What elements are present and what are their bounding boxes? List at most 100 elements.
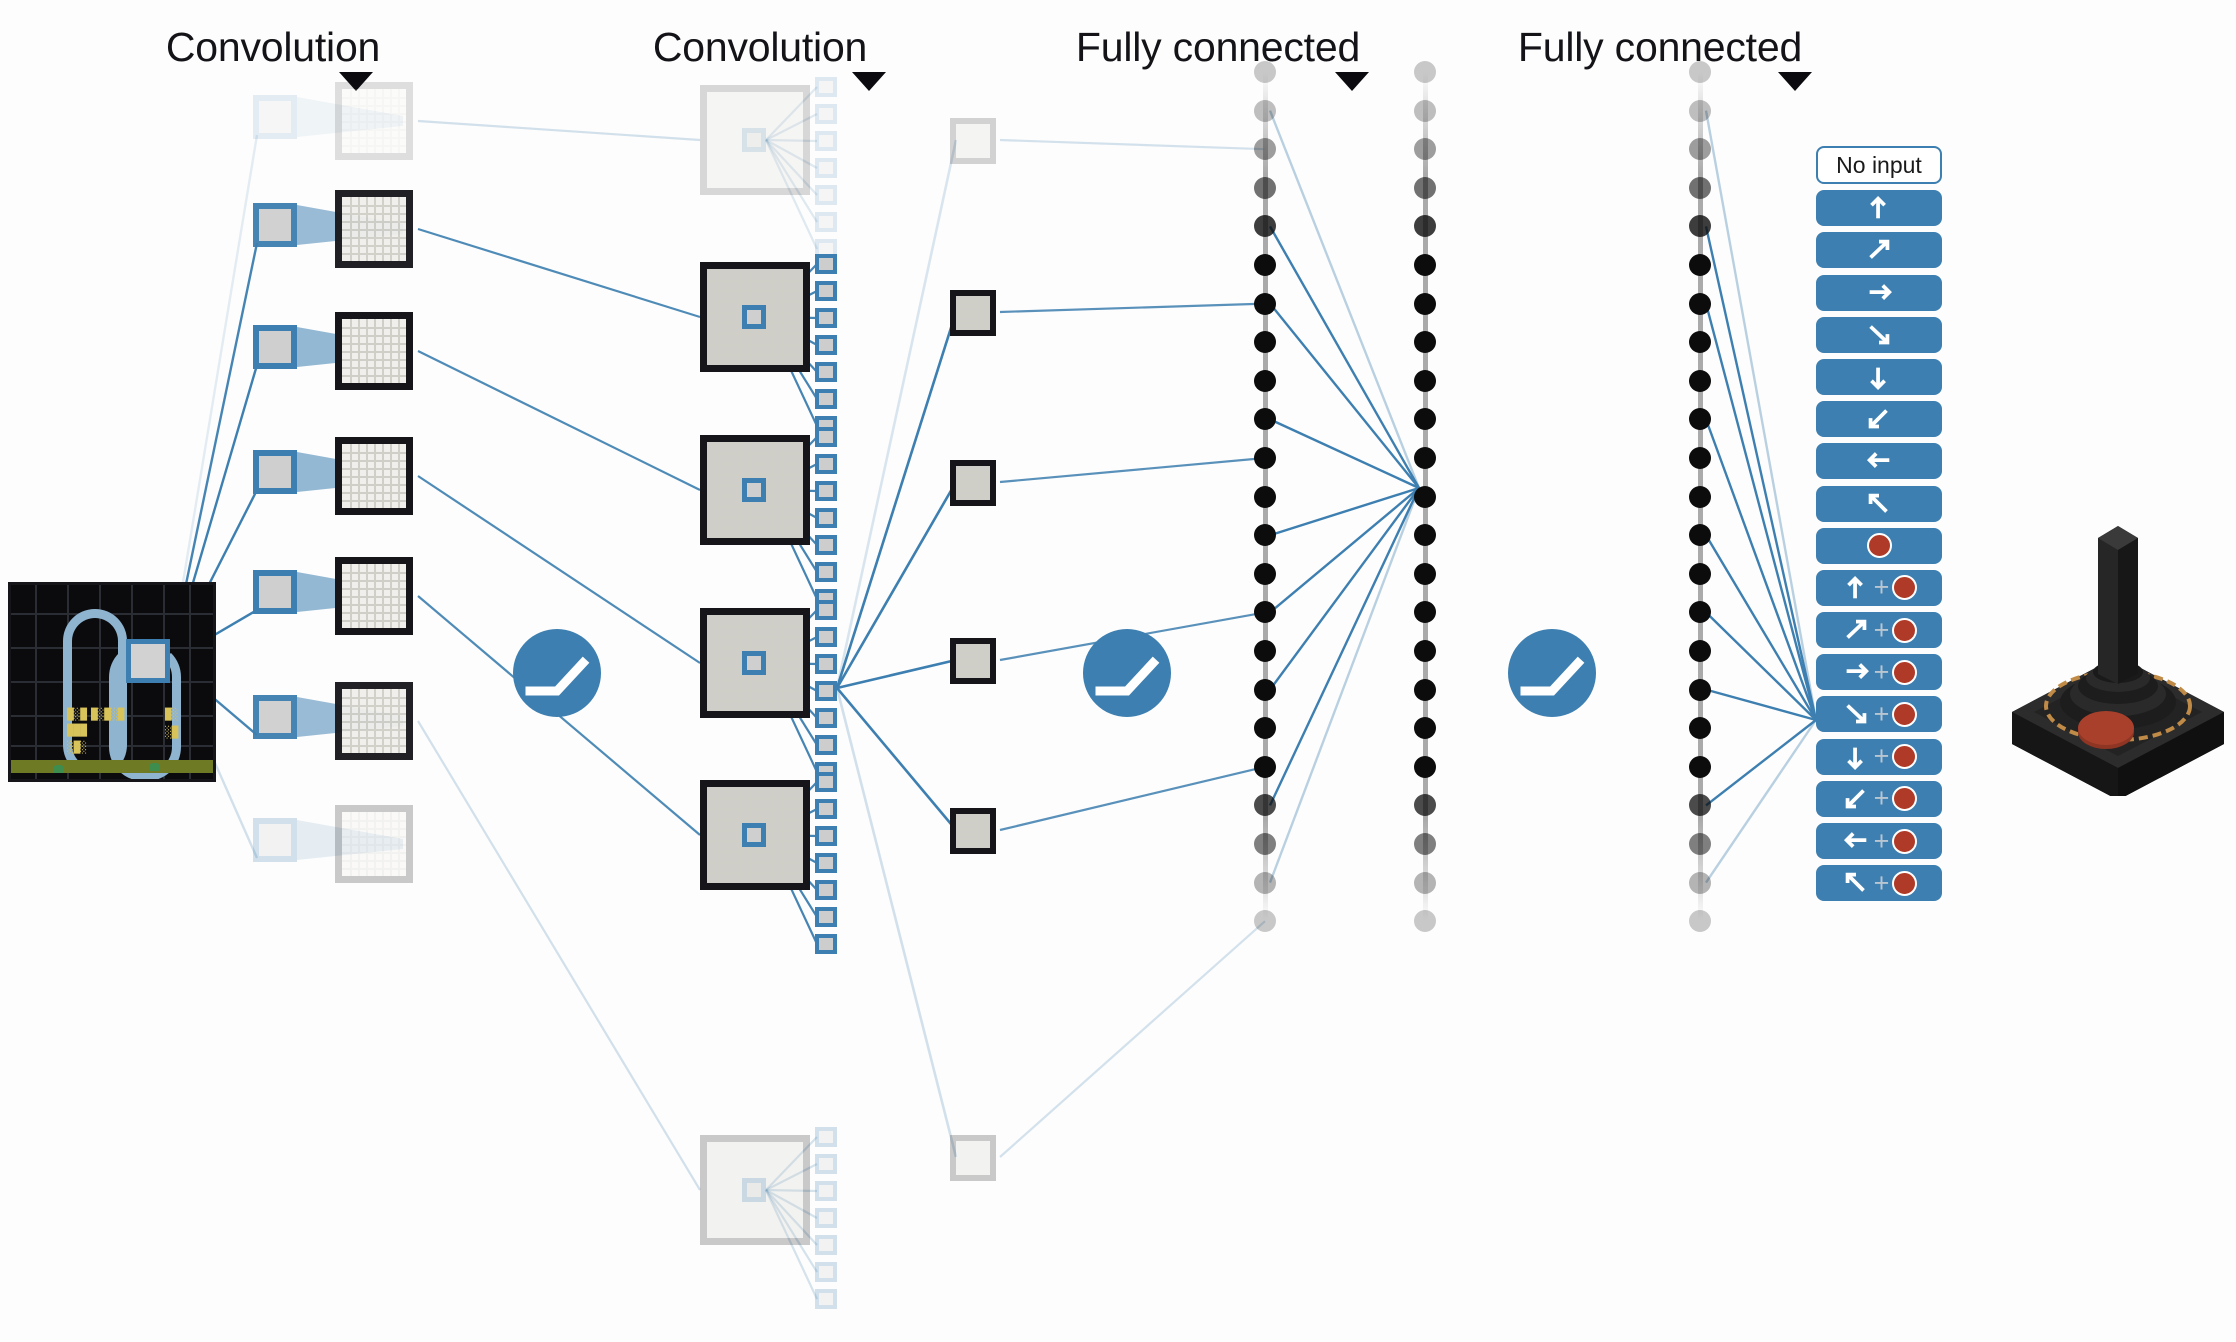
- fire-button-icon: [1892, 786, 1918, 812]
- conv2-unit-square: [815, 562, 837, 582]
- plus-symbol: +: [1873, 572, 1890, 603]
- conv2-unit-square: [815, 1262, 837, 1282]
- fc-neuron: [1414, 254, 1436, 276]
- arrow-up-icon: [1864, 193, 1894, 223]
- action-button-down-right[interactable]: [1816, 316, 1942, 353]
- conv2-output-map: [950, 1135, 996, 1181]
- fc-neuron: [1414, 176, 1436, 199]
- action-button-down[interactable]: [1816, 358, 1942, 395]
- fc-neuron: [1689, 61, 1711, 83]
- fc-neuron: [1689, 254, 1711, 276]
- fc-neuron: [1689, 640, 1711, 662]
- arrow-left-icon: [1841, 826, 1871, 856]
- action-button-up-left[interactable]: [1816, 485, 1942, 522]
- conv2-unit-square: [815, 708, 837, 728]
- fc-neuron: [1254, 61, 1276, 83]
- fc-neuron: [1254, 910, 1276, 933]
- conv2-output-map: [950, 808, 996, 854]
- fc-neuron: [1414, 833, 1436, 855]
- action-button-down-left-fire[interactable]: +: [1816, 780, 1942, 817]
- fc-neuron: [1254, 871, 1276, 894]
- arrow-up-icon: [1841, 573, 1871, 603]
- fc-neuron: [1254, 678, 1276, 701]
- fc-neuron: [1254, 292, 1276, 315]
- action-button-down-left[interactable]: [1816, 401, 1942, 438]
- action-button-down-right-fire[interactable]: +: [1816, 696, 1942, 733]
- arrow-up-left-icon: [1841, 868, 1871, 898]
- fc-neuron: [1414, 910, 1436, 933]
- action-button-no-input[interactable]: No input: [1816, 146, 1942, 184]
- fc-neuron: [1689, 678, 1711, 701]
- fc-neuron: [1689, 794, 1711, 817]
- atari-joystick: [2004, 516, 2232, 801]
- fc-neuron: [1254, 794, 1276, 817]
- fc-neuron: [1414, 794, 1436, 817]
- game-invader-3: ░█: [111, 708, 125, 721]
- action-button-left[interactable]: [1816, 443, 1942, 480]
- game-invader-2: █░█: [91, 708, 111, 721]
- action-button-down-fire[interactable]: +: [1816, 738, 1942, 775]
- action-button-right[interactable]: [1816, 274, 1942, 311]
- fc-neuron: [1414, 331, 1436, 354]
- arrow-right-icon: [1841, 657, 1871, 687]
- fc-neuron: [1689, 717, 1711, 740]
- fc-neuron: [1689, 408, 1711, 431]
- conv1-feature-map: [335, 805, 413, 883]
- fc-neuron: [1414, 640, 1436, 662]
- fire-button-icon: [1866, 533, 1892, 559]
- fc-neuron: [1254, 833, 1276, 855]
- action-button-up-left-fire[interactable]: +: [1816, 865, 1942, 902]
- conv2-unit-square: [815, 535, 837, 555]
- fc-neuron: [1254, 447, 1276, 469]
- conv2-unit-square: [815, 454, 837, 474]
- layer-marker-conv1: [339, 72, 373, 91]
- arrow-down-left-icon: [1841, 784, 1871, 814]
- fc-neuron: [1414, 755, 1436, 778]
- conv1-kernel: [253, 695, 297, 739]
- game-invader-6: █░: [165, 708, 179, 721]
- arrow-up-right-icon: [1864, 235, 1894, 265]
- action-button-up-fire[interactable]: +: [1816, 569, 1942, 606]
- conv2-unit-square: [815, 77, 837, 97]
- action-button-left-fire[interactable]: +: [1816, 823, 1942, 859]
- plus-symbol: +: [1873, 741, 1890, 772]
- action-button-right-fire[interactable]: +: [1816, 654, 1942, 691]
- conv2-unit-square: [815, 1208, 837, 1228]
- conv2-unit-square: [815, 158, 837, 178]
- conv2-kernel-marker: [742, 823, 766, 847]
- fc-neuron: [1414, 408, 1436, 431]
- conv2-kernel-marker: [742, 305, 766, 329]
- fc-neuron: [1254, 601, 1276, 624]
- conv2-kernel-marker: [742, 128, 766, 152]
- fire-button-icon: [1892, 870, 1918, 896]
- conv2-kernel-marker: [742, 651, 766, 675]
- action-button-up[interactable]: [1816, 190, 1942, 227]
- arrow-right-icon: [1864, 278, 1894, 308]
- fc-neuron: [1414, 369, 1436, 392]
- action-button-up-right[interactable]: [1816, 232, 1942, 269]
- conv1-kernel: [253, 450, 297, 494]
- conv2-unit-square: [815, 362, 837, 382]
- conv2-unit-square: [815, 907, 837, 927]
- conv2-kernel-marker: [742, 478, 766, 502]
- conv2-output-map: [950, 460, 996, 506]
- fire-button-icon: [1892, 701, 1918, 727]
- relu-icon-1: [513, 629, 601, 717]
- conv2-feature-map: [700, 85, 810, 195]
- conv2-output-map: [950, 118, 996, 164]
- conv2-unit-square: [815, 104, 837, 124]
- conv1-kernel: [253, 203, 297, 247]
- action-button-fire[interactable]: [1816, 527, 1942, 564]
- arrow-left-icon: [1864, 446, 1894, 476]
- conv2-unit-square: [815, 772, 837, 792]
- action-button-up-right-fire[interactable]: +: [1816, 612, 1942, 649]
- conv2-unit-square: [815, 826, 837, 846]
- fc-neuron: [1254, 717, 1276, 740]
- fc-neuron: [1254, 755, 1276, 778]
- conv2-unit-square: [815, 799, 837, 819]
- game-invader-7: ░█: [165, 726, 179, 739]
- conv1-feature-map: [335, 682, 413, 760]
- conv2-output-map: [950, 638, 996, 684]
- layer-marker-fc2: [1778, 72, 1812, 91]
- fc-neuron: [1414, 601, 1436, 624]
